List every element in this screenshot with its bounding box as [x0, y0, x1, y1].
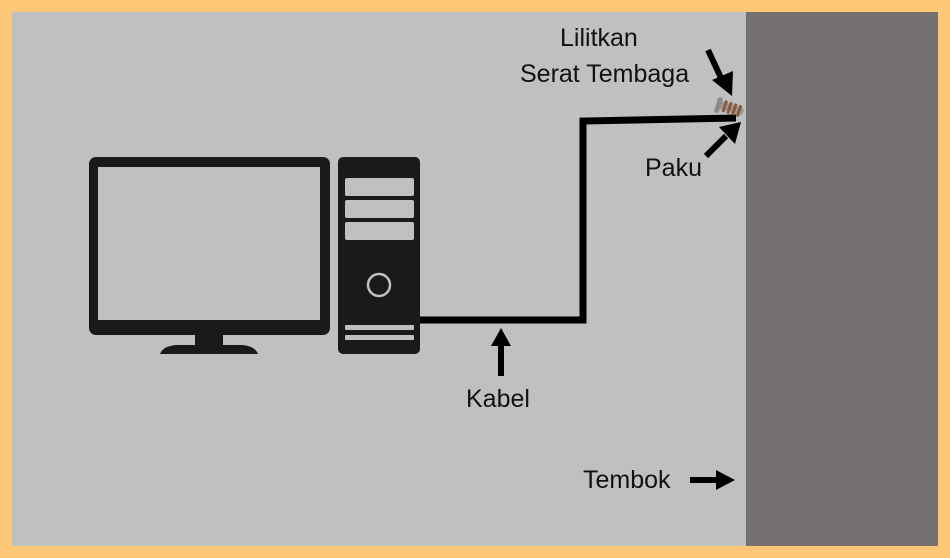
- arrow-icon-wall: [690, 470, 735, 490]
- copper-coil: [721, 100, 743, 118]
- arrow-icon-coil: [705, 48, 733, 96]
- arrow-icon-cable: [491, 328, 511, 376]
- nail-icon: [714, 97, 744, 118]
- nail-label: Paku: [645, 154, 702, 182]
- coil-label-line2: Serat Tembaga: [520, 60, 690, 88]
- monitor-icon: [89, 157, 330, 354]
- arrow-icon-nail: [703, 122, 741, 159]
- coil-label-line1: Lilitkan: [560, 24, 638, 52]
- cable: [420, 114, 737, 324]
- cable-label: Kabel: [466, 385, 530, 413]
- pc-tower-icon: [338, 157, 420, 354]
- wall-label: Tembok: [583, 466, 671, 494]
- wall: [746, 12, 938, 546]
